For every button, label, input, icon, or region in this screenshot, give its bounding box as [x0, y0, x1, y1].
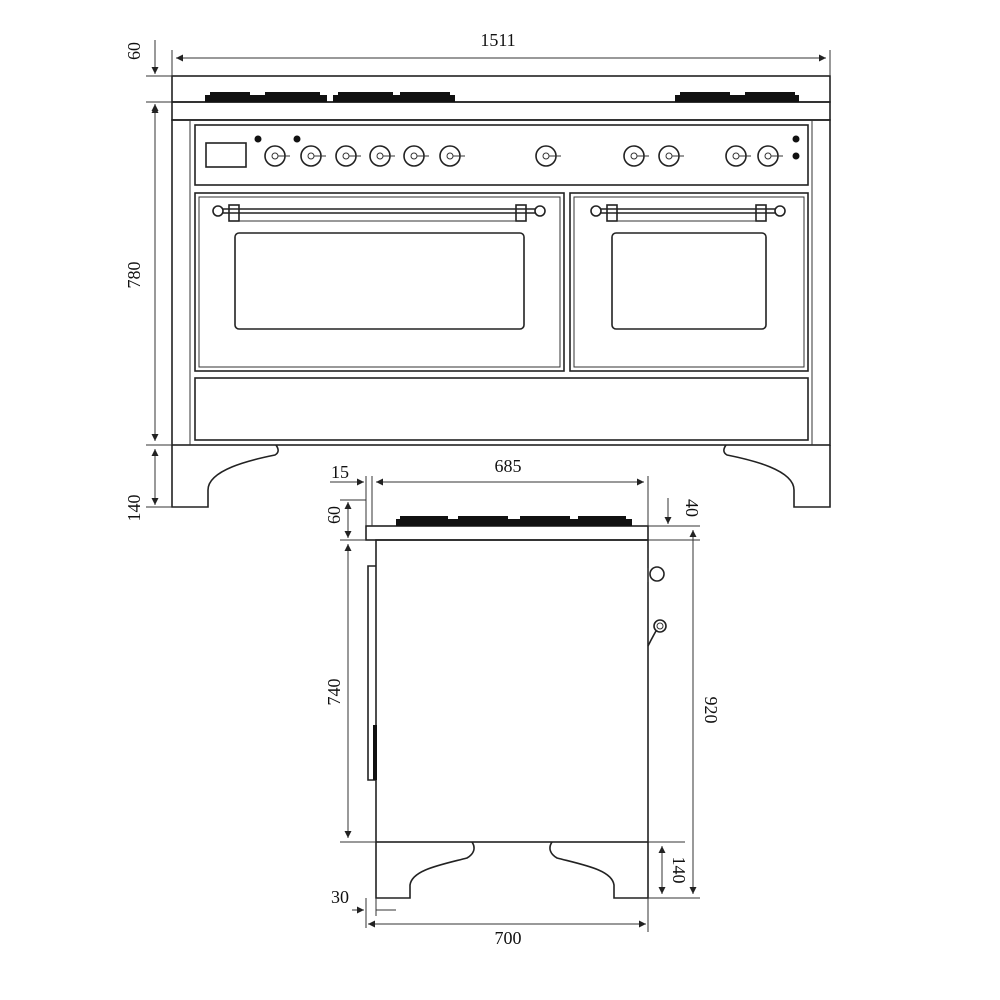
small-oven-window	[611, 232, 767, 330]
large-oven-door	[194, 192, 565, 372]
storage-drawer	[194, 377, 809, 441]
display-screen	[205, 142, 247, 168]
control-knobs	[264, 145, 783, 167]
top-thickness-label: 60	[324, 506, 344, 524]
side-dimensions: 685 15 60 40 740 920 140 30	[324, 456, 721, 948]
knob-icon	[300, 145, 326, 167]
front-grates	[205, 92, 799, 102]
depth-bottom-label: 700	[495, 928, 522, 948]
knob-icon	[369, 145, 395, 167]
front-dimensions: 1511 60 780 140	[124, 30, 831, 522]
indicator-light	[254, 135, 262, 143]
knob-icon	[757, 145, 783, 167]
knob-icon	[725, 145, 751, 167]
knob-icon	[264, 145, 290, 167]
front-view	[171, 75, 831, 508]
total-height-label: 920	[701, 697, 721, 724]
side-body	[375, 539, 649, 843]
side-right-leg	[549, 841, 649, 899]
side-handle-icon	[647, 619, 667, 647]
front-top-rail	[171, 101, 831, 121]
small-oven-door	[569, 192, 809, 372]
side-body-height-label: 740	[324, 679, 344, 706]
door-hinge	[373, 725, 377, 780]
side-grates	[396, 516, 632, 526]
knob-icon	[335, 145, 361, 167]
side-leg-height-label: 140	[669, 857, 689, 884]
side-view	[365, 516, 667, 899]
knob-projection-label: 40	[682, 499, 702, 517]
body-height-label: 780	[124, 262, 144, 289]
top-height-label: 60	[124, 42, 144, 60]
bottom-offset-label: 30	[331, 887, 349, 907]
large-oven-handle	[212, 204, 546, 222]
side-left-leg	[375, 841, 475, 899]
front-left-leg	[171, 444, 279, 508]
small-oven-handle	[590, 204, 786, 222]
large-oven-window	[234, 232, 525, 330]
knob-icon	[623, 145, 649, 167]
indicator-light	[293, 135, 301, 143]
knob-icon	[658, 145, 684, 167]
front-right-leg	[723, 444, 831, 508]
knob-icon	[403, 145, 429, 167]
side-knob-icon	[647, 566, 665, 582]
top-offset-label: 15	[331, 462, 349, 482]
door-profile	[367, 565, 376, 781]
control-panel	[194, 124, 809, 186]
indicator-light	[792, 135, 800, 143]
knob-icon	[535, 145, 561, 167]
depth-top-label: 685	[495, 456, 522, 476]
front-body	[171, 119, 831, 446]
side-cooktop	[365, 525, 649, 541]
indicator-light	[792, 152, 800, 160]
width-label: 1511	[480, 30, 515, 50]
knob-icon	[439, 145, 465, 167]
leg-height-label: 140	[124, 495, 144, 522]
